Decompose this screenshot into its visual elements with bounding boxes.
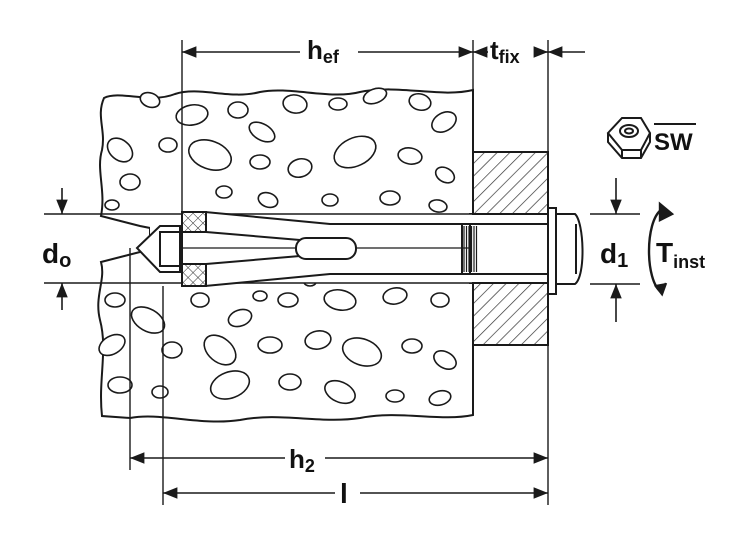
aggregate-stone — [252, 290, 268, 302]
aggregate-stone — [227, 308, 253, 328]
aggregate-stone — [257, 336, 283, 354]
aggregate-stone — [187, 139, 233, 171]
rotation-arrow-icon — [647, 201, 675, 297]
aggregate-stone — [397, 147, 423, 165]
aggregate-stone — [433, 350, 457, 370]
extension-lines — [44, 40, 640, 505]
aggregate-stone — [151, 385, 169, 399]
concrete-aggregate — [98, 87, 457, 407]
label-sw: SW — [654, 129, 693, 156]
aggregate-stone — [209, 370, 251, 400]
label-d-o: do — [42, 238, 71, 272]
fixture-plate — [472, 151, 549, 346]
aggregate-stone — [104, 199, 120, 211]
aggregate-stone — [278, 373, 302, 391]
aggregate-stone — [161, 341, 183, 359]
aggregate-stone — [385, 389, 405, 403]
aggregate-stone — [104, 292, 126, 308]
aggregate-stone — [158, 137, 178, 153]
label-h-2: h2 — [289, 444, 315, 476]
label-d-1: d1 — [600, 238, 628, 272]
aggregate-stone — [323, 288, 357, 312]
aggregate-stone — [215, 185, 233, 199]
aggregate-stone — [401, 338, 423, 354]
aggregate-stone — [98, 333, 126, 357]
aggregate-stone — [328, 97, 348, 111]
aggregate-stone — [227, 101, 249, 119]
aggregate-stone — [408, 92, 432, 112]
aggregate-stone — [257, 191, 279, 209]
aggregate-stone — [324, 379, 356, 405]
label-l: l — [340, 478, 348, 509]
aggregate-stone — [175, 103, 209, 127]
aggregate-stone — [428, 389, 452, 407]
aggregate-stone — [106, 137, 134, 163]
aggregate-stone — [333, 135, 377, 169]
aggregate-stone — [287, 157, 313, 179]
label-h-ef: hef — [307, 35, 340, 67]
aggregate-stone — [428, 199, 448, 213]
aggregate-stone — [379, 190, 401, 206]
aggregate-stone — [203, 334, 237, 366]
aggregate-stone — [382, 287, 408, 305]
bolt-thread — [463, 226, 478, 272]
aggregate-stone — [282, 94, 308, 114]
aggregate-stone — [107, 376, 133, 394]
aggregate-stone — [430, 292, 450, 308]
aggregate-stone — [277, 292, 299, 308]
label-t-fix: tfix — [490, 35, 520, 67]
aggregate-stone — [341, 337, 383, 367]
anchor-sleeve — [135, 211, 471, 287]
aggregate-stone — [139, 91, 161, 109]
dimension-lines — [56, 46, 622, 499]
aggregate-stone — [304, 330, 332, 350]
aggregate-stone — [249, 154, 271, 170]
aggregate-stone — [434, 166, 456, 184]
hex-nut-icon — [606, 117, 652, 159]
aggregate-stone — [431, 111, 457, 133]
aggregate-stone — [362, 87, 388, 105]
aggregate-stone — [119, 173, 141, 191]
bolt-head — [547, 207, 584, 295]
aggregate-stone — [190, 292, 210, 308]
aggregate-stone — [248, 121, 276, 143]
label-t-inst: Tinst — [656, 237, 705, 272]
aggregate-stone — [321, 193, 339, 207]
